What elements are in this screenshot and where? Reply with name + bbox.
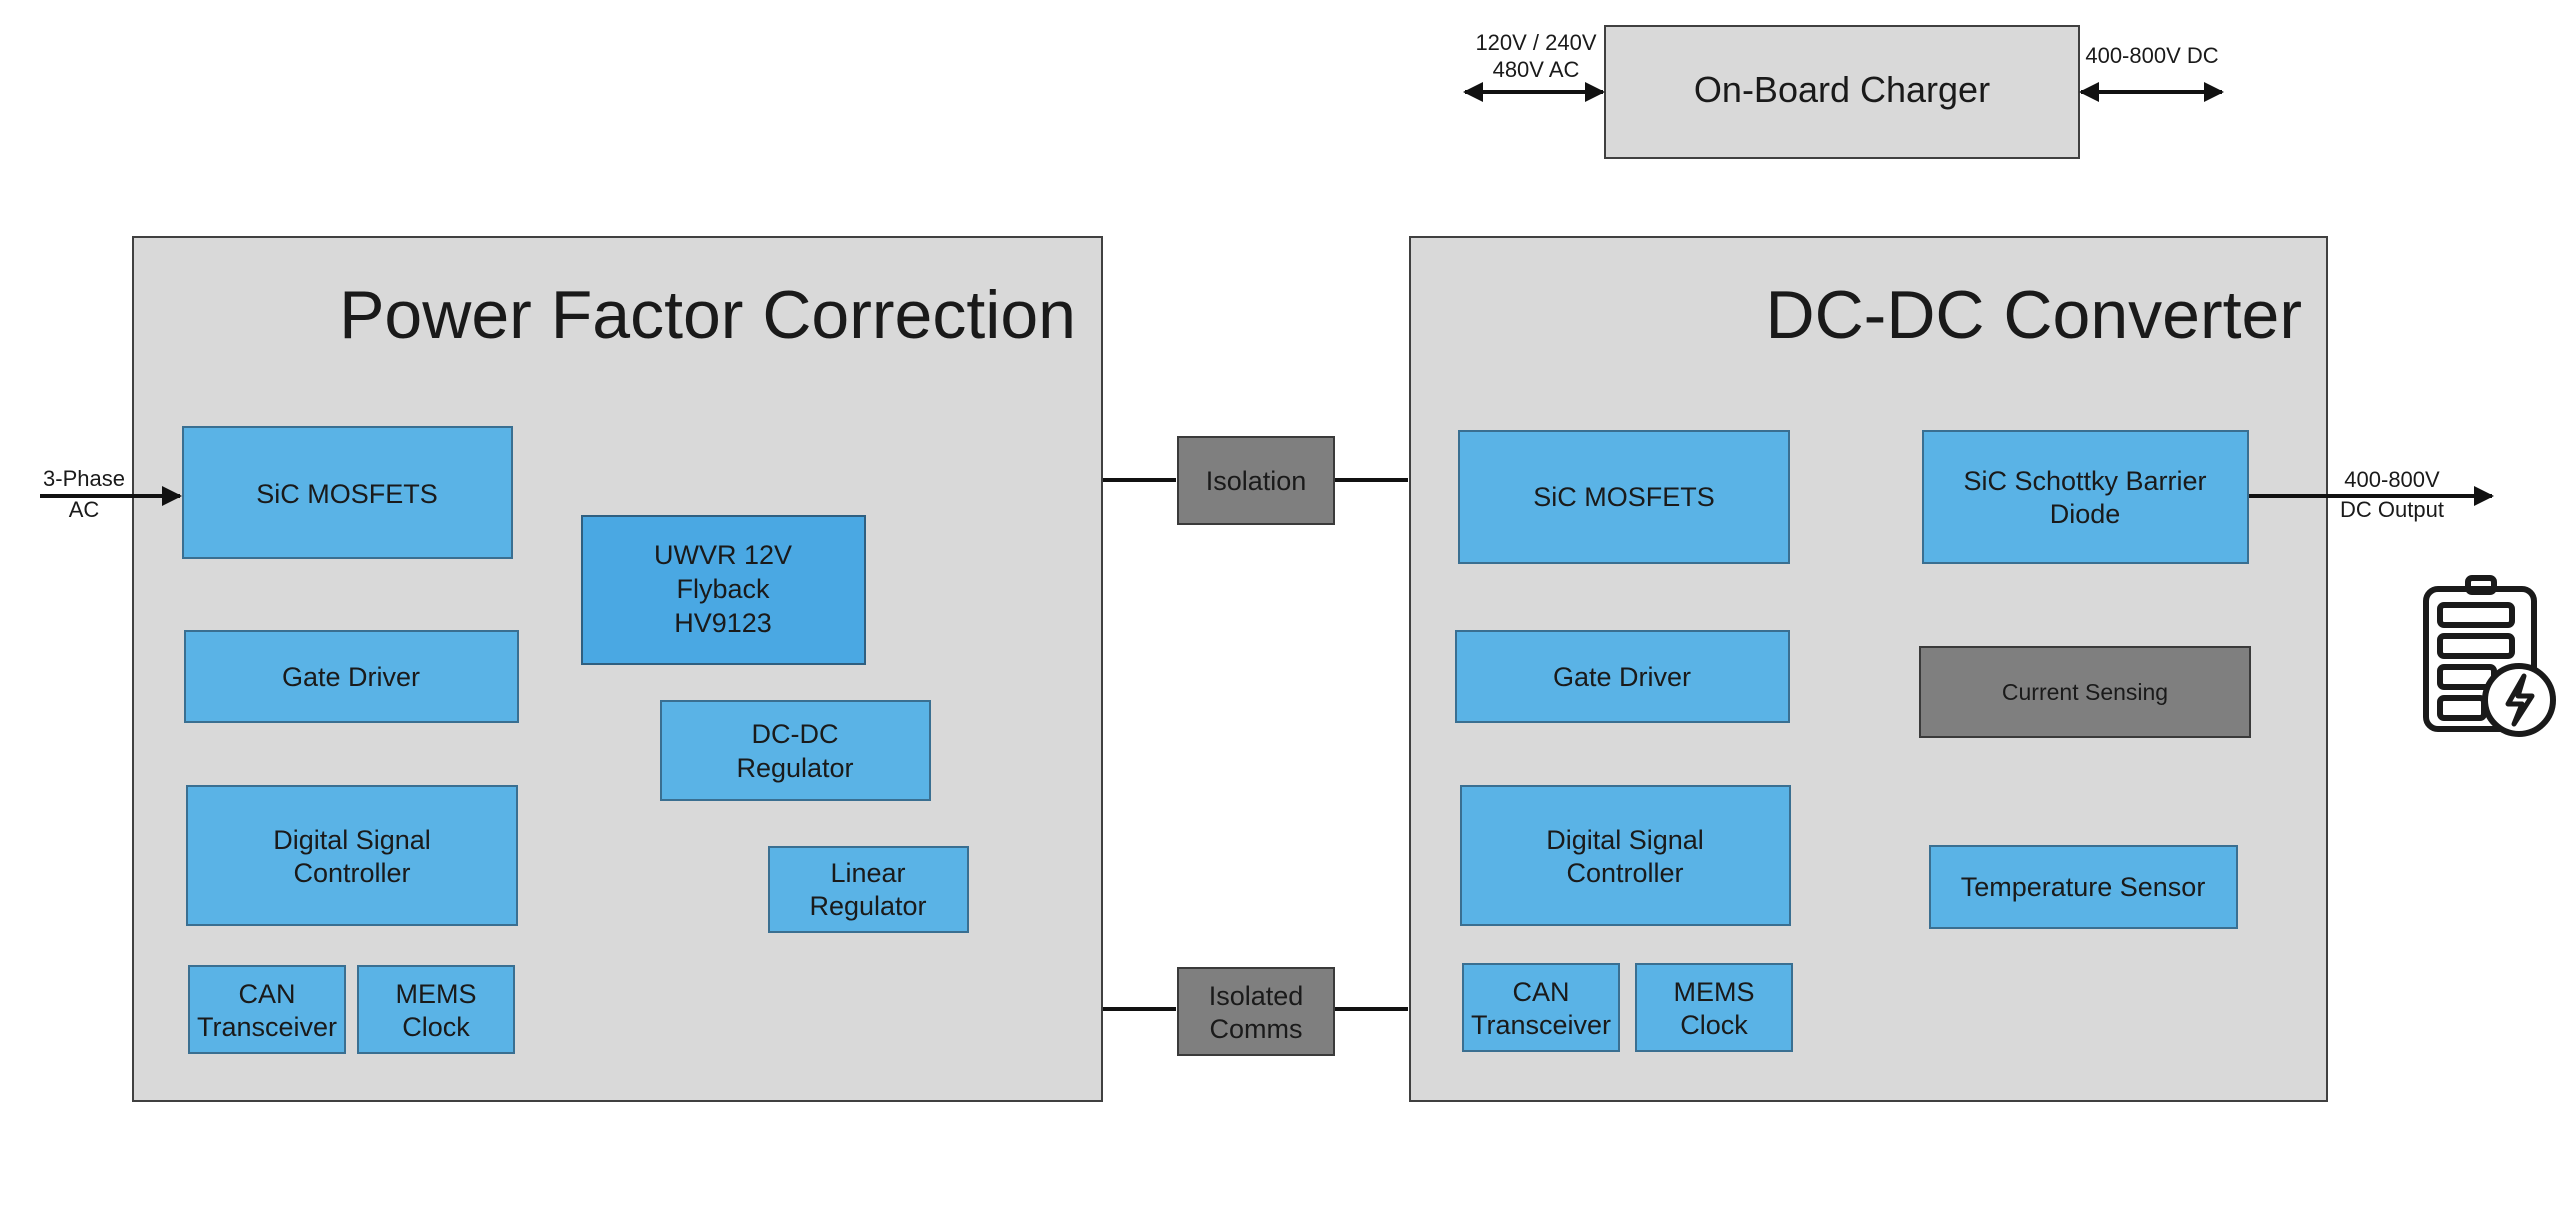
pfc-mems-label-1: MEMS [396, 979, 477, 1009]
on-board-charger: On-Board Charger 120V / 240V 480V AC 400… [1463, 25, 2224, 159]
pfc-input-label-2: AC [69, 497, 100, 522]
pfc-linear-label-2: Regulator [809, 891, 926, 921]
dcdc-sic-mosfets-label: SiC MOSFETS [1533, 482, 1715, 512]
charger-input-label-2: 480V AC [1493, 57, 1580, 82]
pfc-digital-signal-controller: Digital Signal Controller [186, 785, 518, 926]
dcdc-can-transceiver: CAN Transceiver [1462, 963, 1620, 1052]
pfc-panel: Power Factor Correction 3-Phase AC SiC M… [40, 236, 1103, 1102]
pfc-dsc-label-2: Controller [293, 858, 410, 888]
pfc-dcdc-reg-label-1: DC-DC [752, 719, 839, 749]
pfc-linear-regulator: Linear Regulator [768, 846, 969, 933]
pfc-gate-driver-label: Gate Driver [282, 662, 420, 692]
on-board-charger-box [1604, 25, 2080, 159]
pfc-sic-mosfets: SiC MOSFETS [182, 426, 513, 559]
pfc-mems-clock: MEMS Clock [357, 965, 515, 1054]
dcdc-can-label-2: Transceiver [1471, 1010, 1611, 1040]
dcdc-title: DC-DC Converter [1765, 277, 2302, 353]
dcdc-temp-label: Temperature Sensor [1961, 872, 2206, 902]
charger-output-label: 400-800V DC [2085, 43, 2218, 68]
dcdc-schottky-label-2: Diode [2050, 499, 2121, 529]
isolated-comms-label-1: Isolated [1209, 981, 1304, 1011]
dcdc-mems-label-2: Clock [1680, 1010, 1748, 1040]
dcdc-current-sensing-label: Current Sensing [2002, 679, 2168, 705]
dcdc-can-label-1: CAN [1512, 977, 1569, 1007]
dcdc-output-label-2: DC Output [2340, 497, 2444, 522]
dcdc-panel: DC-DC Converter SiC MOSFETS SiC Schottky… [1409, 236, 2494, 1102]
pfc-gate-driver: Gate Driver [184, 630, 519, 723]
dcdc-mems-clock: MEMS Clock [1635, 963, 1793, 1052]
pfc-flyback-label-2: Flyback [676, 574, 770, 604]
dcdc-dsc-label-1: Digital Signal [1546, 825, 1704, 855]
dcdc-gate-driver: Gate Driver [1455, 630, 1790, 723]
pfc-flyback-label-1: UWVR 12V [654, 540, 792, 570]
dcdc-temperature-sensor: Temperature Sensor [1929, 845, 2238, 929]
isolated-comms-block: Isolated Comms [1177, 967, 1335, 1056]
isolation-block: Isolation [1177, 436, 1335, 525]
pfc-flyback: UWVR 12V Flyback HV9123 [581, 515, 866, 665]
pfc-sic-mosfets-label: SiC MOSFETS [256, 479, 438, 509]
pfc-can-label-1: CAN [238, 979, 295, 1009]
battery-charging-icon [2423, 575, 2556, 737]
pfc-can-label-2: Transceiver [197, 1012, 337, 1042]
dcdc-gate-driver-label: Gate Driver [1553, 662, 1691, 692]
pfc-dcdc-reg-label-2: Regulator [736, 753, 853, 783]
dcdc-digital-signal-controller: Digital Signal Controller [1460, 785, 1791, 926]
pfc-title: Power Factor Correction [339, 277, 1076, 353]
pfc-can-transceiver: CAN Transceiver [188, 965, 346, 1054]
pfc-flyback-label-3: HV9123 [674, 608, 772, 638]
dcdc-mems-label-1: MEMS [1674, 977, 1755, 1007]
on-board-charger-title: On-Board Charger [1694, 69, 1990, 110]
pfc-linear-label-1: Linear [830, 858, 905, 888]
pfc-input-label-1: 3-Phase [43, 466, 125, 491]
dcdc-current-sensing: Current Sensing [1919, 646, 2251, 738]
isolated-comms-label-2: Comms [1210, 1014, 1303, 1044]
dcdc-sic-mosfets: SiC MOSFETS [1458, 430, 1790, 564]
dcdc-dsc-label-2: Controller [1566, 858, 1683, 888]
dcdc-schottky-label-1: SiC Schottky Barrier [1963, 466, 2206, 496]
isolation-label: Isolation [1206, 466, 1307, 496]
charger-input-label-1: 120V / 240V [1475, 30, 1596, 55]
pfc-dcdc-regulator: DC-DC Regulator [660, 700, 931, 801]
dcdc-schottky-diode: SiC Schottky Barrier Diode [1922, 430, 2249, 564]
pfc-dsc-label-1: Digital Signal [273, 825, 431, 855]
pfc-mems-label-2: Clock [402, 1012, 470, 1042]
dcdc-output-label-1: 400-800V [2344, 467, 2440, 492]
